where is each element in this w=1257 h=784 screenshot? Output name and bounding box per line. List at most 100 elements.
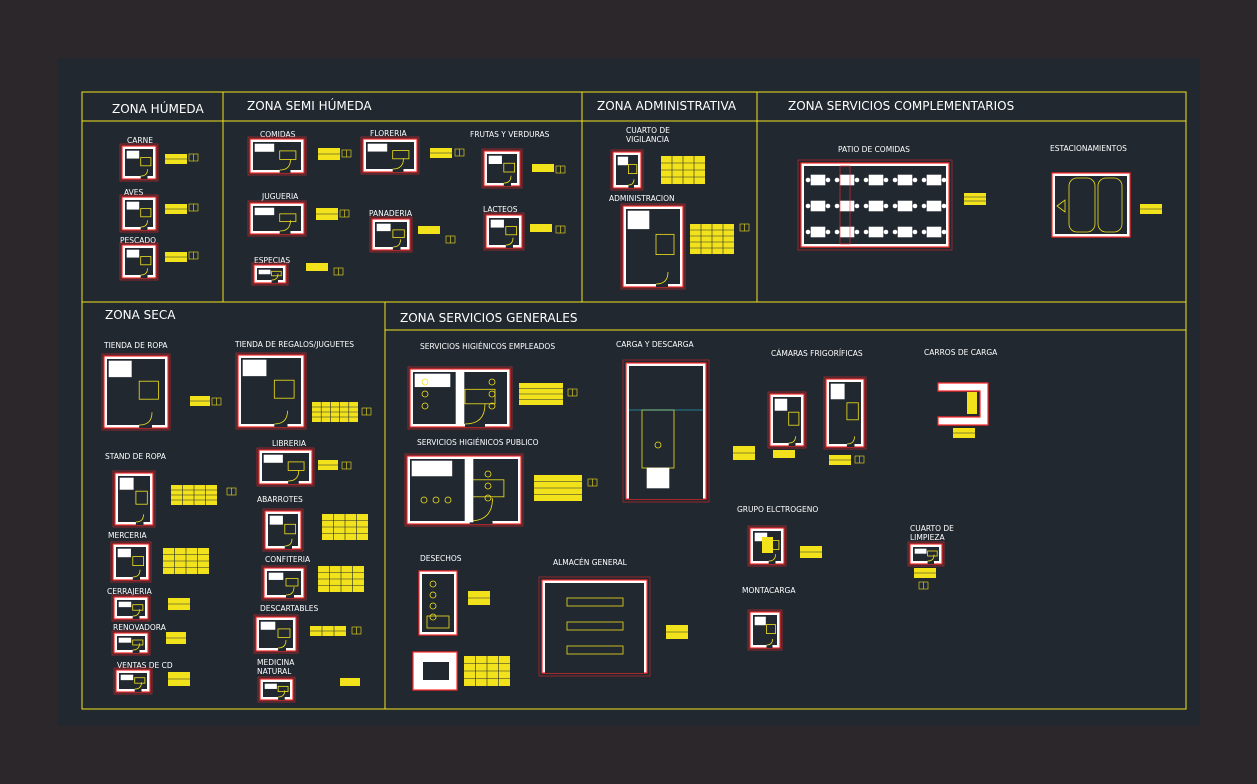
- plan-comidas: [247, 136, 307, 176]
- plan-merceria: [110, 541, 152, 583]
- table-ventas-cd: [168, 672, 190, 686]
- table-descartables: [310, 626, 346, 636]
- label-sshh-empleados: SERVICIOS HIGIÉNICOS EMPLEADOS: [420, 342, 555, 351]
- table-cerrajeria: [168, 598, 190, 610]
- plan-montacarga: [747, 609, 783, 651]
- plan-libreria: [256, 447, 315, 487]
- plan-carros-carga: [937, 382, 989, 426]
- label-lacteos: LACTEOS: [483, 205, 518, 214]
- table-lacteos: [530, 224, 552, 232]
- table-abarrotes: [322, 514, 368, 540]
- table-camaras: [829, 455, 851, 465]
- table-floreria: [430, 148, 452, 158]
- table-panaderia: [418, 226, 440, 234]
- label-frutas: FRUTAS Y VERDURAS: [470, 130, 550, 139]
- plan-camara-2: [823, 376, 867, 450]
- zone-title-humeda: ZONA HÚMEDA: [112, 101, 204, 116]
- key-sshh-publico: [587, 478, 598, 487]
- table-grupo: [800, 546, 822, 558]
- label-tienda-regalos: TIENDA DE REGALOS/JUGUETES: [234, 340, 354, 349]
- key-camaras: [854, 455, 865, 464]
- table-carne: [165, 154, 187, 164]
- label-camaras: CÁMARAS FRIGORÍFICAS: [771, 349, 863, 358]
- key-stand-ropa: [226, 487, 237, 496]
- key-carne: [188, 153, 199, 162]
- plan-patio-comidas: [797, 159, 953, 251]
- label-abarrotes: ABARROTES: [257, 495, 303, 504]
- plan-ventas-cd: [113, 667, 153, 695]
- table-medicina: [340, 678, 360, 686]
- zone-frames: [81, 91, 1187, 710]
- label-vigilancia-1: CUARTO DE: [626, 126, 670, 135]
- label-floreria: FLORERIA: [370, 129, 408, 138]
- label-pescado: PESCADO: [120, 236, 156, 245]
- label-panaderia: PANADERIA: [369, 209, 413, 218]
- label-renovadora: RENOVADORA: [113, 623, 167, 632]
- label-aves: AVES: [124, 188, 144, 197]
- label-confiteria: CONFITERIA: [265, 555, 311, 564]
- label-sshh-publico: SERVICIOS HIGIÉNICOS PUBLICO: [417, 438, 539, 447]
- table-confiteria: [318, 566, 364, 592]
- table-sshh-publico: [534, 475, 582, 501]
- table-libreria: [318, 460, 338, 470]
- label-limpieza-2: LIMPIEZA: [910, 533, 945, 542]
- table-frutas: [532, 164, 554, 172]
- label-stand-ropa: STAND DE ROPA: [105, 452, 167, 461]
- plan-desechos: [412, 570, 458, 691]
- key-administracion: [739, 223, 750, 232]
- table-pescado: [165, 252, 187, 262]
- plan-almacen-general: [538, 576, 651, 677]
- table-tienda-ropa: [190, 396, 210, 406]
- table-estacionamientos: [1140, 204, 1162, 214]
- plan-aves: [119, 194, 159, 233]
- table-carros: [953, 428, 975, 438]
- label-jugueria: JUGUERIA: [261, 192, 299, 201]
- label-cerrajeria: CERRAJERIA: [107, 587, 153, 596]
- plan-sshh-empleados: [407, 366, 513, 430]
- table-camaras-2: [773, 450, 795, 458]
- label-tienda-ropa: TIENDA DE ROPA: [103, 341, 168, 350]
- plan-vigilancia: [610, 149, 644, 191]
- label-ventas-cd: VENTAS DE CD: [117, 661, 173, 670]
- key-jugueria: [339, 209, 350, 218]
- plan-renovadora: [111, 630, 151, 656]
- label-especias: ESPECIAS: [254, 256, 290, 265]
- label-estacionamientos: ESTACIONAMIENTOS: [1050, 144, 1127, 153]
- plan-carga-descarga: [622, 359, 710, 503]
- label-medicina-2: NATURAL: [257, 667, 292, 676]
- plan-cerrajeria: [111, 594, 151, 622]
- key-aves: [188, 203, 199, 212]
- plan-medicina: [257, 676, 296, 703]
- plan-frutas: [481, 148, 523, 189]
- label-carne: CARNE: [127, 136, 153, 145]
- table-sshh-empleados: [519, 383, 563, 405]
- table-administracion: [690, 224, 734, 254]
- key-lacteos: [555, 225, 566, 234]
- plan-carne: [119, 143, 159, 182]
- label-vigilancia-2: VIGILANCIA: [626, 135, 670, 144]
- key-comidas: [341, 149, 352, 158]
- key-sshh-empleados: [567, 388, 578, 397]
- table-merceria: [163, 548, 209, 574]
- plan-floreria: [360, 136, 420, 175]
- label-comidas: COMIDAS: [260, 130, 296, 139]
- key-tienda-ropa: [211, 397, 222, 406]
- label-desechos: DESECHOS: [420, 554, 462, 563]
- label-merceria: MERCERIA: [108, 531, 147, 540]
- plan-confiteria: [261, 565, 307, 601]
- label-libreria: LIBRERIA: [272, 439, 307, 448]
- table-renovadora: [166, 632, 186, 644]
- plan-tienda-regalos: [235, 352, 307, 430]
- table-patio: [964, 193, 986, 205]
- label-descartables: DESCARTABLES: [260, 604, 318, 613]
- label-medicina-1: MEDICINA: [257, 658, 295, 667]
- zone-title-seca: ZONA SECA: [105, 308, 176, 322]
- table-carga: [733, 446, 755, 460]
- plan-estacionamientos: [1051, 172, 1131, 238]
- label-patio: PATIO DE COMIDAS: [838, 145, 910, 154]
- zone-title-semi-humeda: ZONA SEMI HÚMEDA: [247, 98, 372, 113]
- key-libreria: [341, 461, 352, 470]
- key-panaderia: [445, 235, 456, 244]
- plan-camara-1: [767, 391, 807, 449]
